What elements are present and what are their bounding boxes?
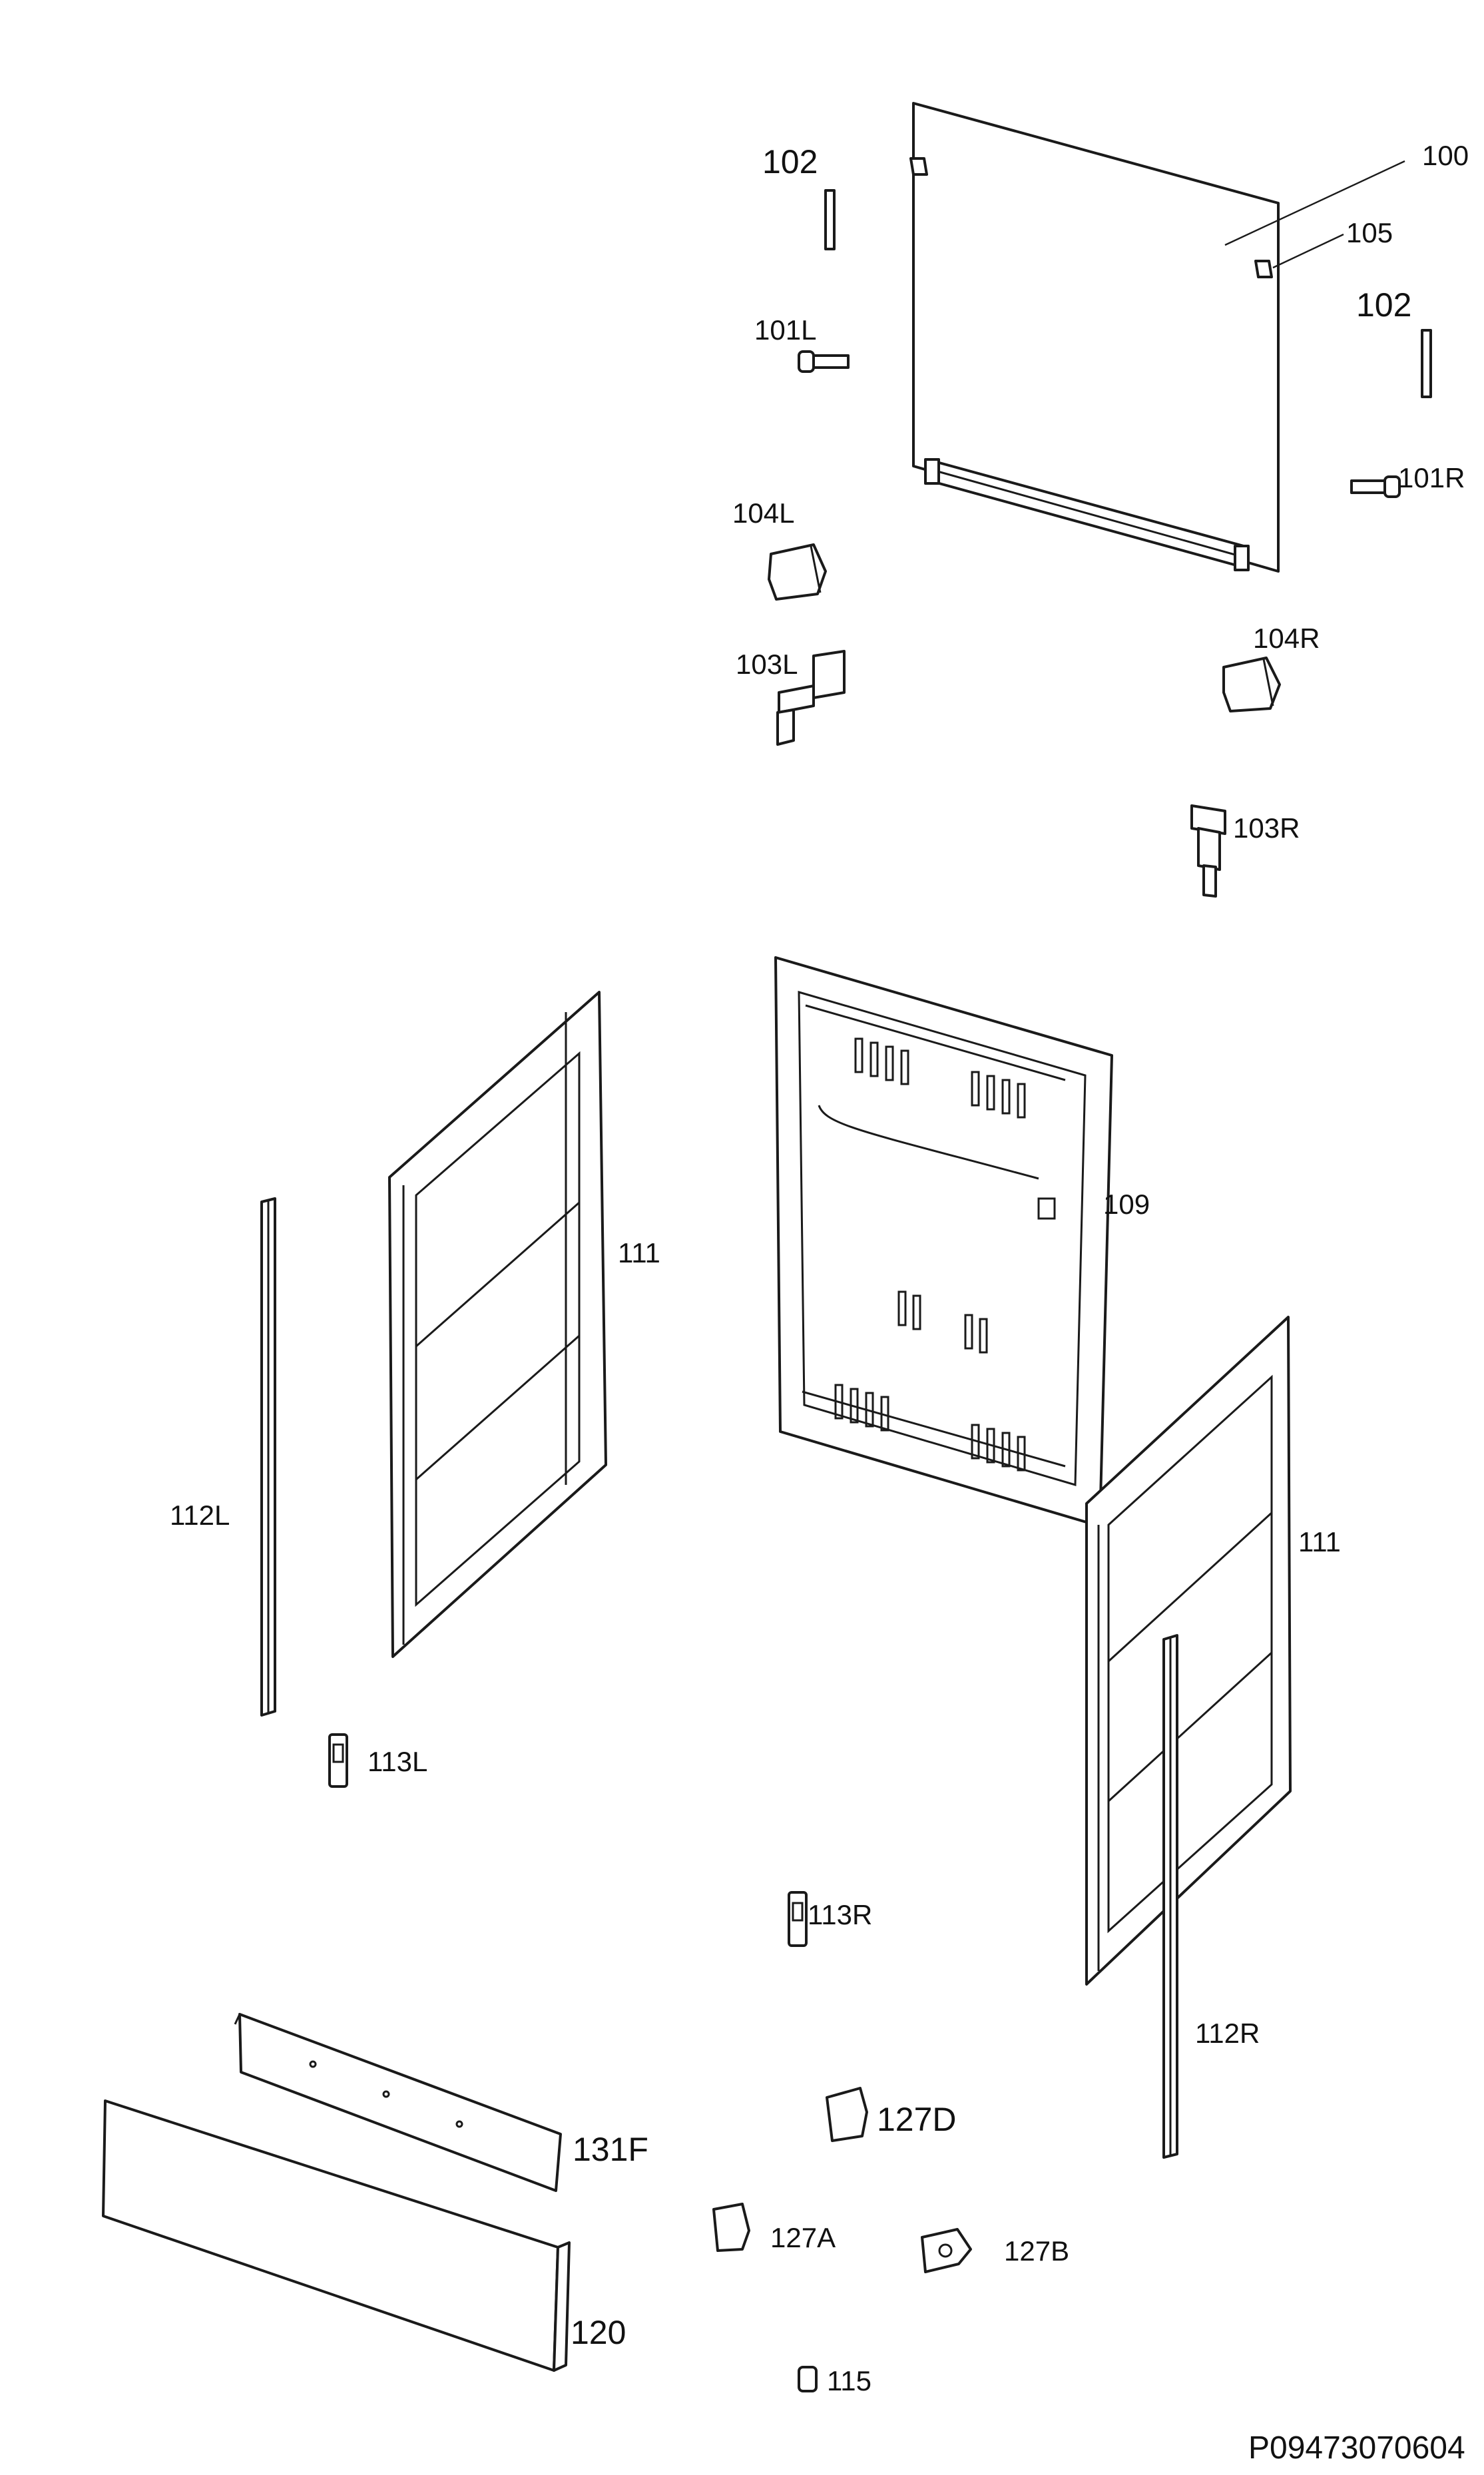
label-127D: 127D	[877, 2101, 957, 2138]
label-131F: 131F	[573, 2131, 648, 2168]
label-120: 120	[571, 2314, 626, 2351]
part-127D-clip	[826, 2087, 868, 2142]
label-101L: 101L	[754, 314, 816, 346]
drawing-number: P09473070604	[1248, 2430, 1465, 2466]
label-127A: 127A	[770, 2222, 836, 2253]
part-104R-block	[1222, 657, 1281, 712]
label-102-right: 102	[1356, 286, 1411, 324]
part-102-clip-left	[824, 189, 836, 250]
part-103L-bracket	[776, 650, 846, 746]
part-101R-pin	[1350, 475, 1401, 498]
label-111-right: 111	[1298, 1526, 1341, 1557]
leader-100	[1224, 160, 1405, 246]
label-113L: 113L	[368, 1746, 427, 1777]
label-101R: 101R	[1398, 462, 1465, 493]
part-104L-block	[768, 543, 827, 601]
leader-105	[1272, 233, 1344, 269]
part-113L-latch	[328, 1733, 348, 1788]
label-103L: 103L	[736, 649, 798, 680]
vent-slots	[834, 1037, 1026, 1472]
label-104R: 104R	[1253, 623, 1320, 654]
label-105: 105	[1346, 217, 1393, 248]
label-112R: 112R	[1195, 2018, 1260, 2049]
part-112L-strip	[260, 1197, 276, 1717]
part-101L-pin	[798, 350, 850, 373]
part-127A-block	[712, 2203, 750, 2252]
label-102-left: 102	[762, 143, 818, 180]
label-111-left: 111	[618, 1237, 660, 1268]
part-115-foot	[798, 2366, 818, 2392]
part-109-back-panel	[774, 956, 1113, 1527]
part-111-side-frame-right	[1085, 1316, 1292, 1986]
label-109: 109	[1103, 1189, 1150, 1220]
part-131F-rail	[234, 2013, 562, 2192]
part-103R-bracket	[1190, 804, 1226, 898]
part-102-clip-right	[1421, 329, 1432, 398]
label-103R: 103R	[1233, 812, 1300, 844]
part-112R-strip	[1162, 1634, 1178, 2159]
label-104L: 104L	[732, 497, 794, 529]
part-111-side-frame-left	[388, 991, 607, 1658]
label-100: 100	[1422, 140, 1469, 171]
label-115: 115	[827, 2365, 871, 2396]
part-100-panel	[909, 102, 1280, 573]
part-113R-latch	[788, 1891, 808, 1947]
part-127B-bracket	[921, 2228, 972, 2273]
label-127B: 127B	[1004, 2235, 1069, 2267]
part-120-front-panel	[102, 2099, 571, 2372]
label-113R: 113R	[808, 1899, 872, 1930]
label-112L: 112L	[170, 1500, 230, 1531]
